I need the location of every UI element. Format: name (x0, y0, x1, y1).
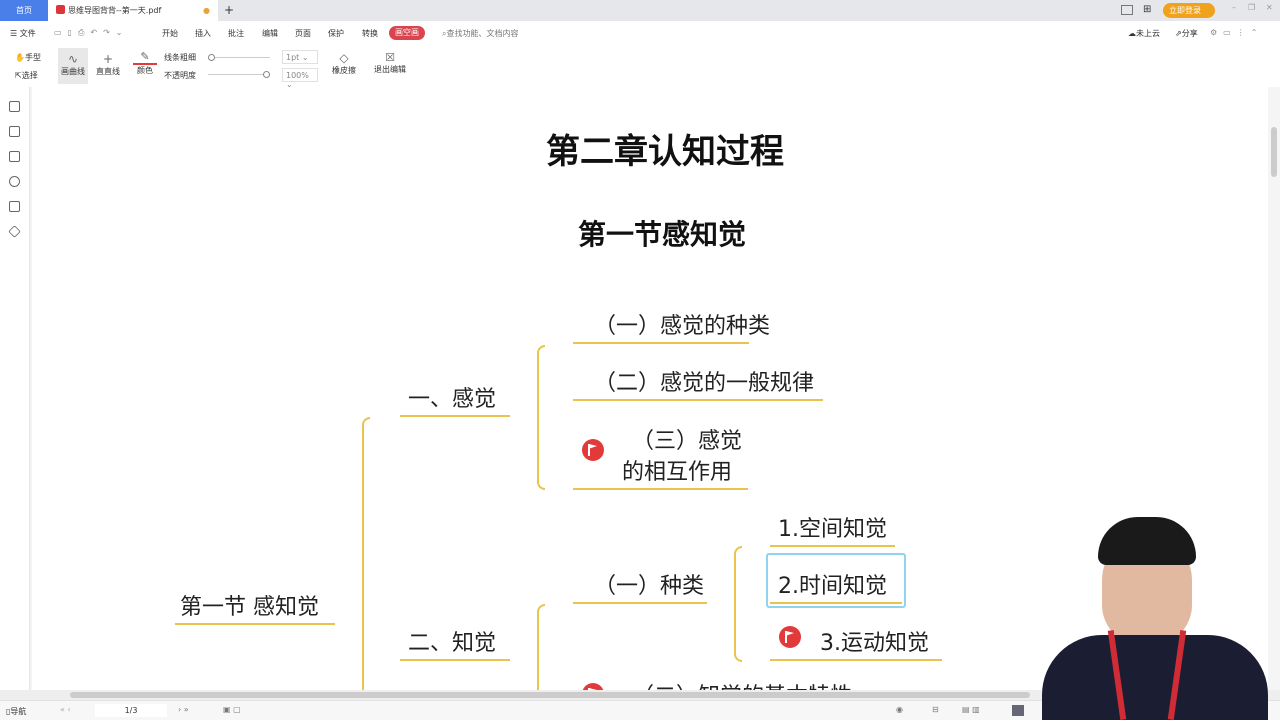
attachment-icon[interactable] (9, 176, 20, 187)
eraser-icon: ◇ (339, 51, 349, 65)
minimize-button[interactable]: – (1232, 3, 1236, 12)
more-icons[interactable]: ⚙▭⋮⌃ (1210, 28, 1264, 37)
vertical-scrollbar[interactable] (1268, 87, 1280, 690)
fit-width-icon[interactable]: ⊟ (932, 705, 939, 714)
presenter-hair (1098, 517, 1196, 565)
restore-button[interactable]: ❐ (1248, 3, 1256, 12)
thickness-slider[interactable] (208, 54, 270, 61)
search-box[interactable]: ⌕查找功能、文档内容 (442, 29, 519, 38)
next-last-page-buttons[interactable]: › » (178, 705, 189, 714)
root-brace (362, 417, 370, 690)
mindmap-title: 第二章认知过程 (546, 132, 784, 172)
status-bar: ▯导航 « ‹ 1/3 › » ▣ ▢ ◉ ⊟ ▤ ▥ (0, 700, 1280, 720)
tab-document[interactable]: 思维导图背背--第一天.pdf ● (48, 0, 218, 21)
flag-icon (582, 439, 604, 461)
menu-convert[interactable]: 转换 (362, 29, 378, 38)
node-root[interactable]: 第一节 感知觉 (180, 595, 319, 620)
pen-icon: ✎ (133, 50, 157, 65)
opacity-select[interactable]: 100% ⌄ (282, 68, 318, 89)
page-input[interactable]: 1/3 (95, 704, 167, 717)
line-tool[interactable]: +直直线 (96, 52, 120, 76)
first-prev-page-buttons[interactable]: « ‹ (60, 705, 71, 714)
exit-edit-button[interactable]: ☒退出编辑 (374, 51, 406, 74)
signature-icon[interactable] (9, 201, 20, 212)
menu-page[interactable]: 页面 (295, 29, 311, 38)
horizontal-scrollbar[interactable] (0, 690, 1280, 700)
thumbnail-icon[interactable] (9, 126, 20, 137)
perception-brace (537, 604, 545, 690)
mindmap-subtitle: 第一节感知觉 (578, 218, 747, 251)
left-sidebar (0, 87, 30, 690)
cloud-button[interactable]: ☁未上云 (1128, 29, 1160, 38)
node-sensation[interactable]: 一、感觉 (408, 387, 497, 412)
new-tab-button[interactable]: + (224, 3, 235, 17)
thickness-label: 线条粗细 (164, 53, 196, 62)
share-button[interactable]: ⇗分享 (1175, 29, 1198, 38)
node-perception[interactable]: 二、知觉 (408, 631, 497, 656)
menu-protect[interactable]: 保护 (328, 29, 344, 38)
flag-icon (779, 626, 801, 648)
unsaved-dot-icon: ● (203, 6, 210, 15)
quick-access-icons[interactable]: ▭▯⎙↶↷⌄ (54, 28, 129, 37)
opacity-slider[interactable] (208, 71, 270, 78)
apps-icon[interactable]: ⊞ (1143, 4, 1152, 15)
curve-tool[interactable]: ∿画曲线 (58, 48, 88, 84)
curve-icon: ∿ (67, 52, 79, 66)
node-sensation-types[interactable]: （一）感觉的种类 (594, 314, 771, 339)
node-sensation-interaction-line2: 的相互作用 (622, 460, 733, 485)
opacity-label: 不透明度 (164, 71, 196, 80)
layout-icon[interactable] (1121, 5, 1133, 15)
menu-edit[interactable]: 编辑 (262, 29, 278, 38)
presenter-webcam (1042, 515, 1268, 720)
login-button[interactable]: 立即登录 (1163, 3, 1215, 18)
color-tool[interactable]: ✎颜色 (133, 50, 157, 76)
menu-file[interactable]: ☰ 文件 (10, 29, 36, 38)
search-icon: ⌕ (442, 29, 447, 38)
play-button[interactable] (1012, 705, 1024, 716)
node-perception-features[interactable]: （二）知觉的基本特性 (632, 678, 852, 690)
node-motion-perception[interactable]: 3.运动知觉 (820, 631, 929, 656)
tab-document-label: 思维导图背背--第一天.pdf (68, 6, 162, 15)
line-icon: + (102, 52, 114, 66)
tab-home[interactable]: 首页 (0, 0, 48, 21)
eye-protection-icon[interactable]: ◉ (896, 705, 903, 714)
tab-bar: 首页 思维导图背背--第一天.pdf ● + ⊞ 立即登录 – ❐ ✕ (0, 0, 1280, 21)
flag-icon (582, 683, 604, 690)
pdf-icon (56, 5, 65, 14)
rotate-buttons[interactable]: ▣ ▢ (223, 705, 241, 714)
draw-toolbar: ✋手型 ⇱选择 ∿画曲线 +直直线 ✎颜色 线条粗细 不透明度 1pt ⌄ 10… (0, 45, 1280, 89)
menu-comment[interactable]: 批注 (228, 29, 244, 38)
page-view-icons[interactable]: ▤ ▥ (962, 705, 980, 714)
types-brace (734, 546, 742, 662)
nav-button[interactable]: ▯导航 (6, 707, 27, 716)
hand-tool[interactable]: ✋手型 (15, 53, 41, 62)
selection-highlight (766, 553, 906, 608)
menu-start[interactable]: 开始 (162, 29, 178, 38)
sensation-brace (537, 345, 545, 490)
node-time-perception[interactable]: 2.时间知觉 (778, 574, 887, 599)
menu-insert[interactable]: 插入 (195, 29, 211, 38)
node-sensation-laws[interactable]: （二）感觉的一般规律 (594, 371, 815, 396)
eraser-tool[interactable]: ◇橡皮擦 (328, 51, 360, 76)
close-button[interactable]: ✕ (1266, 3, 1273, 12)
comment-icon[interactable] (9, 151, 20, 162)
bookmark-icon[interactable] (9, 101, 20, 112)
menu-draw[interactable]: 画空画 (389, 26, 425, 40)
close-box-icon: ☒ (385, 51, 395, 64)
select-tool[interactable]: ⇱选择 (15, 71, 38, 80)
node-perception-types[interactable]: （一）种类 (594, 574, 705, 599)
node-sensation-interaction[interactable]: （三）感觉 (632, 429, 743, 454)
menu-bar: ☰ 文件 ▭▯⎙↶↷⌄ 开始 插入 批注 编辑 页面 保护 转换 画空画 ⌕查找… (0, 21, 1280, 45)
presenter-shirt (1042, 635, 1268, 720)
layers-icon[interactable] (8, 225, 21, 238)
node-space-perception[interactable]: 1.空间知觉 (778, 517, 887, 542)
thickness-select[interactable]: 1pt ⌄ (282, 50, 318, 64)
